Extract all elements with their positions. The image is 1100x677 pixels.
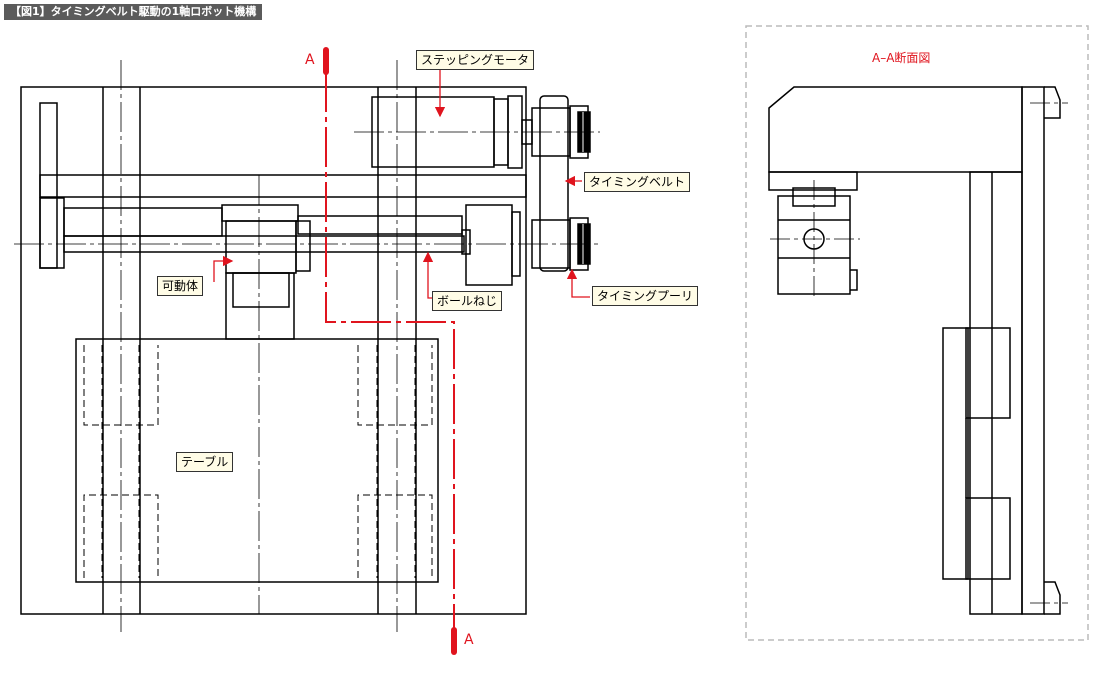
base-frame — [20, 86, 527, 615]
section-view — [768, 86, 1061, 615]
timing-belt — [539, 95, 569, 272]
label-stepping-motor: ステッピングモータ — [416, 50, 535, 70]
top-view — [20, 86, 591, 615]
figure-title: 【図1】タイミングベルト駆動の1軸ロボット機構 — [4, 4, 263, 20]
section-view-title: A–A断面図 — [872, 51, 931, 65]
label-timing-pulley: タイミングプーリ — [592, 286, 699, 306]
label-table: テーブル — [176, 452, 234, 472]
cross-beam — [39, 174, 527, 198]
bearing-block — [465, 204, 513, 286]
movable-body — [225, 220, 297, 274]
section-marker-top: A — [305, 52, 315, 68]
table — [75, 338, 439, 583]
section-line — [323, 47, 457, 655]
label-ball-screw: ボールねじ — [432, 291, 503, 311]
left-stopper — [39, 102, 58, 269]
section-marker-bottom: A — [464, 632, 474, 648]
section-view-frame — [745, 25, 1089, 641]
label-timing-belt: タイミングベルト — [584, 172, 691, 192]
movable-body-top — [221, 204, 299, 222]
label-movable-body: 可動体 — [157, 276, 204, 296]
